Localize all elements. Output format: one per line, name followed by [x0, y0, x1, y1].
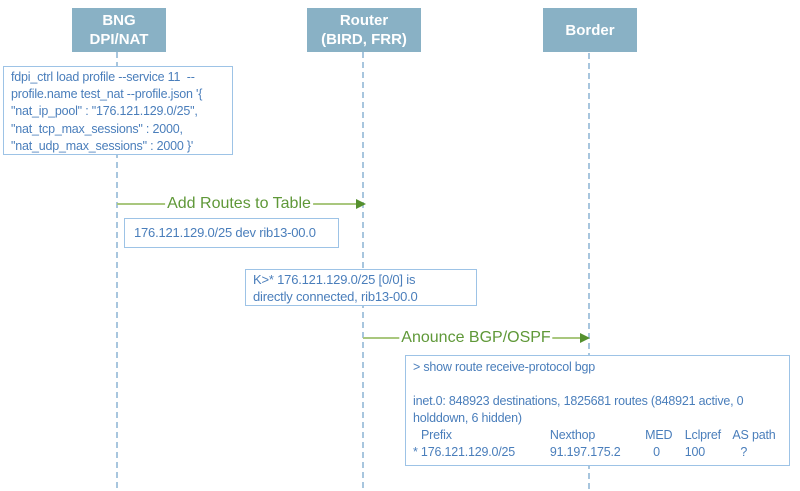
col-header-med: MED	[645, 428, 673, 442]
col-header-prefix: Prefix	[421, 428, 452, 442]
bgp-command-line: > show route receive-protocol bgp	[413, 360, 596, 374]
actor-bng-label-line2: DPI/NAT	[89, 31, 149, 48]
note-bgp-output: > show route receive-protocol bgp inet.0…	[405, 355, 790, 466]
cell-lclpref: 100	[684, 445, 706, 459]
bgp-table-header-row: Prefix Nexthop MED Lclpref AS path	[413, 427, 782, 444]
actor-bng: BNG DPI/NAT	[72, 8, 166, 52]
arrowhead-icon	[580, 333, 590, 343]
note-kernel-route: K>* 176.121.129.0/25 [0/0] is directly c…	[245, 269, 477, 306]
message-label-add-routes: Add Routes to Table	[165, 195, 313, 213]
cell-nexthop: 91.197.175.2	[549, 445, 621, 459]
lifeline-border	[588, 53, 590, 491]
note-line: directly connected, rib13-00.0	[253, 289, 418, 304]
actor-border-label: Border	[565, 21, 615, 39]
col-header-nexthop: Nexthop	[549, 428, 596, 442]
note-line: 176.121.129.0/25 dev rib13-00.0	[134, 225, 316, 241]
lifeline-bng	[116, 52, 118, 491]
arrowhead-icon	[356, 199, 366, 209]
cell-prefix: * 176.121.129.0/25	[413, 445, 516, 459]
note-route-entry: 176.121.129.0/25 dev rib13-00.0	[124, 218, 339, 248]
bgp-summary-line: holddown, 6 hidden)	[413, 411, 522, 425]
note-line: "nat_tcp_max_sessions" : 2000,	[11, 121, 183, 136]
actor-bng-label-line1: BNG	[102, 12, 136, 29]
actor-router: Router (BIRD, FRR)	[307, 8, 421, 52]
bgp-summary-line: inet.0: 848923 destinations, 1825681 rou…	[413, 394, 744, 408]
note-fdpi-ctrl-command: fdpi_ctrl load profile --service 11 -- p…	[3, 66, 233, 155]
actor-router-label-line2: (BIRD, FRR)	[321, 31, 407, 48]
actor-border: Border	[543, 8, 637, 52]
col-header-aspath: AS path	[732, 428, 776, 442]
message-label-announce-bgp: Anounce BGP/OSPF	[399, 329, 553, 347]
note-line: "nat_udp_max_sessions" : 2000 }'	[11, 138, 194, 153]
actor-router-label-line1: Router	[339, 12, 389, 29]
cell-med: 0	[653, 445, 660, 459]
note-line: "nat_ip_pool" : "176.121.129.0/25",	[11, 104, 198, 119]
col-header-lclpref: Lclpref	[684, 428, 721, 442]
note-line: K>* 176.121.129.0/25 [0/0] is	[253, 272, 416, 287]
cell-aspath: ?	[740, 445, 748, 459]
note-line: fdpi_ctrl load profile --service 11 --	[11, 70, 195, 84]
bgp-table-row: * 176.121.129.0/25 91.197.175.2 0 100 ?	[413, 444, 782, 461]
blank-line	[413, 376, 782, 393]
note-line: profile.name test_nat --profile.json '{	[11, 87, 203, 102]
